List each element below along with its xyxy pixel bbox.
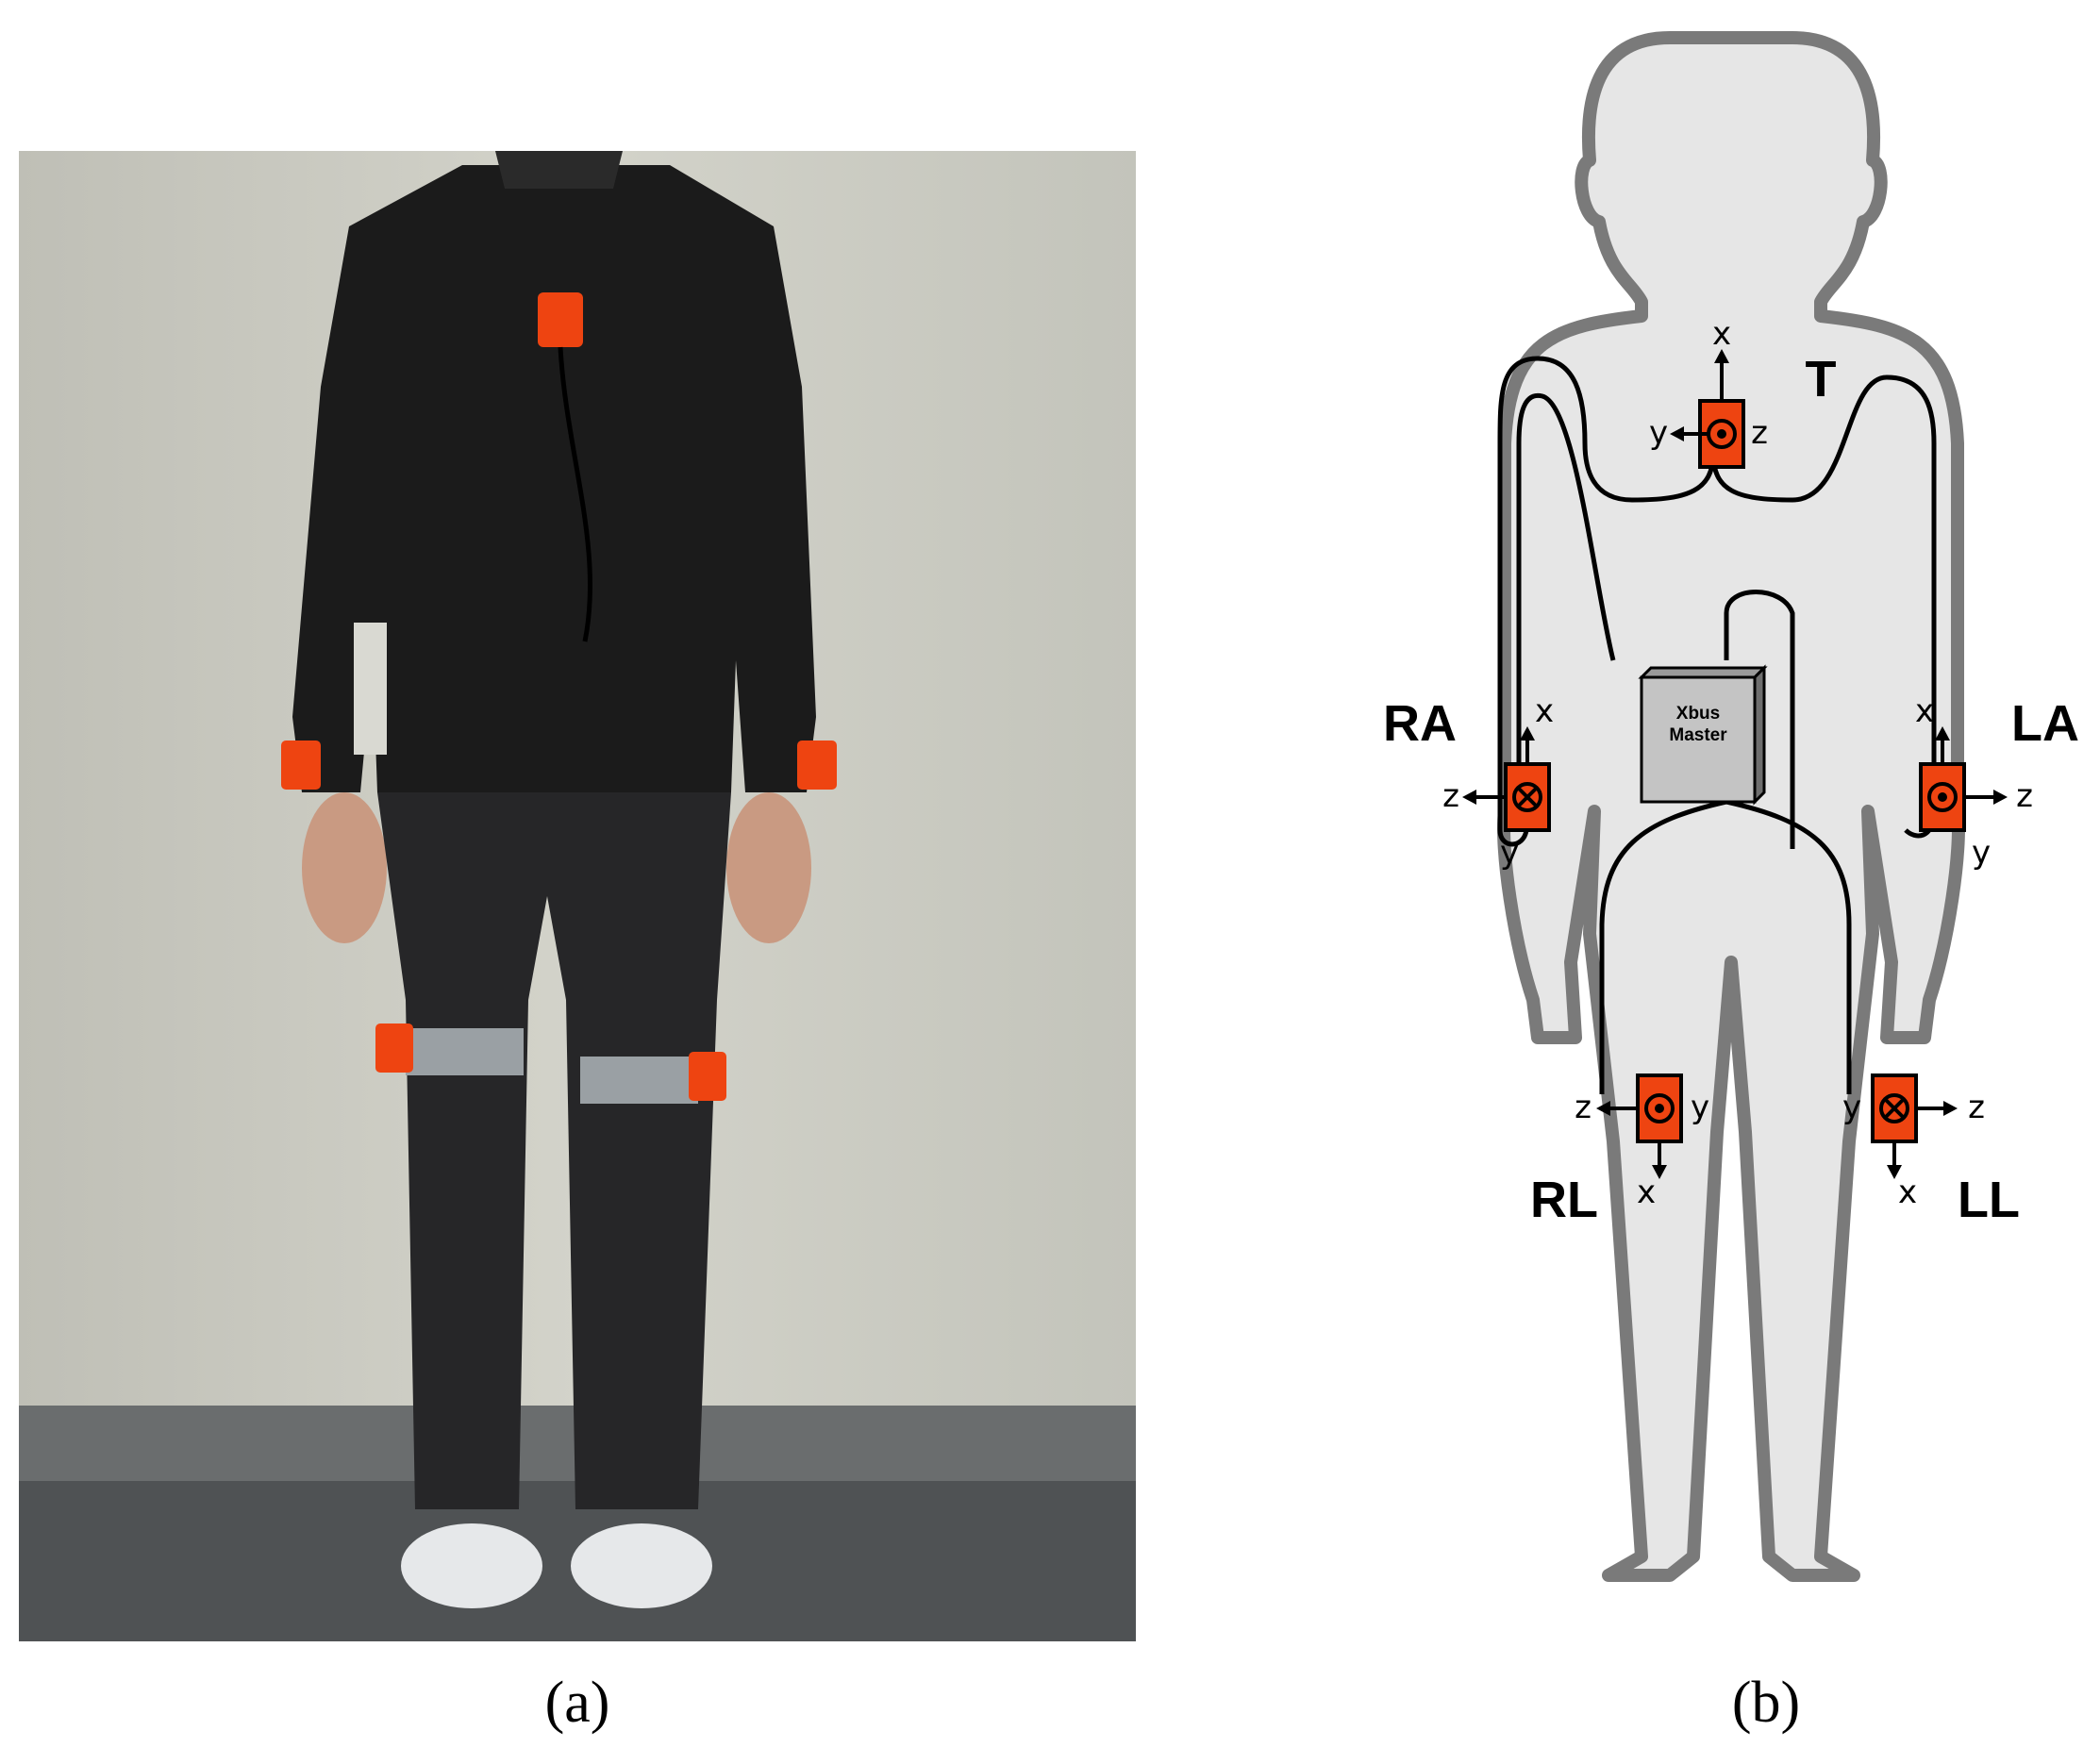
photo-xbus-master [354, 623, 387, 755]
left-hand [726, 792, 811, 943]
sensor-placement-diagram: Xbus Master x y z T x z y RA [1383, 31, 2079, 1582]
photo-sensor-left-arm [797, 741, 837, 790]
photo-sensor-torso [538, 292, 583, 347]
photo-sensor-right-leg [375, 1023, 413, 1073]
caption-a: (a) [544, 1671, 610, 1735]
left-knee-tape [580, 1057, 698, 1104]
sensor-RL-y-label: y [1691, 1089, 1709, 1126]
left-shoe [571, 1523, 712, 1608]
right-knee-tape [406, 1028, 524, 1075]
sensor-LA-label: LA [2011, 695, 2079, 752]
sensor-RL-z-label: z [1575, 1089, 1592, 1126]
sensor-RA-x-label: x [1535, 692, 1554, 730]
sensor-T: x y z T [1649, 315, 1837, 469]
caption-b: (b) [1731, 1671, 1801, 1735]
sensor-RA-y-label: y [1500, 834, 1519, 872]
sensor-T-y-label: y [1649, 414, 1668, 452]
photo-sensor-right-arm [281, 741, 321, 790]
sensor-RA-label: RA [1383, 695, 1457, 752]
right-shoe [401, 1523, 542, 1608]
sensor-RL: z y x RL [1530, 1073, 1709, 1228]
sensor-RL-label: RL [1530, 1172, 1598, 1228]
sensor-LL: y z x LL [1842, 1073, 2020, 1228]
neck [495, 151, 623, 189]
sensor-LL-z-label: z [1968, 1089, 1985, 1126]
sensor-RA: x z y RA [1383, 692, 1554, 872]
xbus-master-box: Xbus Master [1638, 664, 1768, 806]
xbus-master-label-1: Xbus [1676, 704, 1720, 724]
photo-sensor-left-leg [689, 1052, 726, 1101]
photo-cable [558, 346, 592, 642]
shirt [292, 165, 816, 792]
sensor-T-z-label: z [1751, 414, 1768, 452]
sensor-LA-x-label: x [1915, 692, 1934, 730]
sensor-LA-y-label: y [1972, 834, 1991, 872]
sensor-LA-z-label: z [2016, 777, 2033, 815]
sensor-LL-x-label: x [1898, 1173, 1917, 1211]
body-silhouette [1497, 31, 1965, 1582]
jeans [377, 792, 731, 1509]
sensor-LL-label: LL [1958, 1172, 2020, 1228]
xbus-master-label-2: Master [1669, 725, 1727, 745]
right-hand [302, 792, 387, 943]
sensor-RL-x-label: x [1637, 1173, 1656, 1211]
sensor-T-label: T [1806, 351, 1837, 408]
sensor-T-x-label: x [1712, 315, 1731, 353]
sensor-LA: x z y LA [1915, 692, 2079, 872]
sensor-LL-y-label: y [1842, 1089, 1861, 1126]
subject-photo [19, 151, 1136, 1641]
sensor-RA-z-label: z [1442, 777, 1459, 815]
